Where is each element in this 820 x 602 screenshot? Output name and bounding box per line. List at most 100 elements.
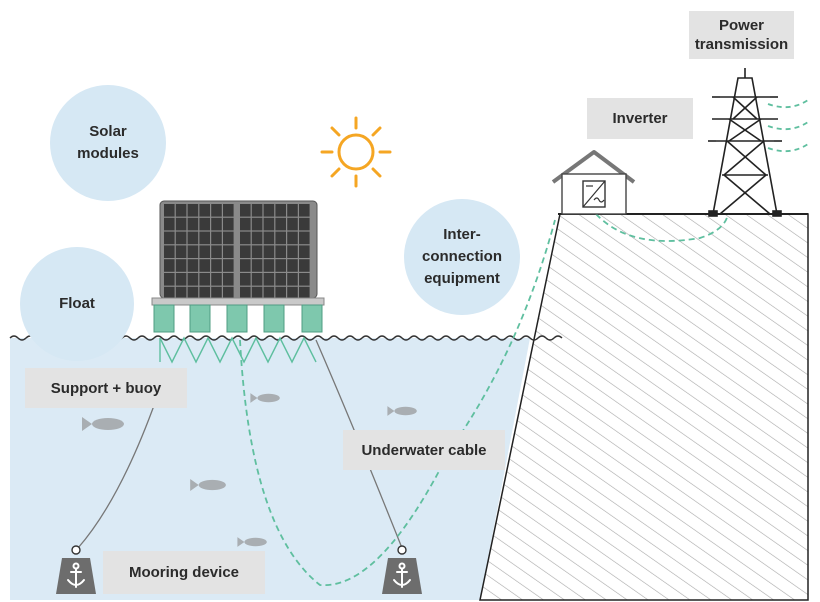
- float-platform: [151, 297, 325, 333]
- solar-cell: [240, 231, 251, 245]
- interconnection-label-area: Inter- connection equipment: [404, 199, 520, 315]
- solar-cell: [164, 231, 175, 245]
- solar-cell: [263, 245, 275, 258]
- solar-cell: [287, 286, 298, 300]
- solar-cell: [175, 204, 187, 217]
- solar-panel-icon: [159, 200, 318, 300]
- float-label: Float: [59, 295, 95, 312]
- support-buoy-label: Support + buoy: [50, 379, 162, 397]
- underwater-cable-box: Underwater cable: [343, 430, 505, 470]
- solar-cell: [199, 217, 210, 231]
- solar-cell: [275, 273, 286, 286]
- solar-cell: [251, 231, 263, 245]
- solar-cell: [164, 245, 175, 258]
- solar-cell: [187, 273, 199, 286]
- solar-cell: [299, 231, 310, 245]
- fish-icon: [250, 393, 280, 403]
- solar-cell: [199, 286, 210, 300]
- solar-cell: [251, 204, 263, 217]
- solar-cell: [223, 286, 234, 300]
- solar-cell: [299, 259, 310, 272]
- inverter-label: Inverter: [612, 110, 668, 127]
- solar-cell: [164, 217, 175, 231]
- transmission-lines: [767, 99, 809, 153]
- solar-cell: [199, 245, 210, 258]
- mooring-line-left: [77, 399, 157, 549]
- solar-cell: [251, 245, 263, 258]
- solar-cell: [211, 273, 222, 286]
- solar-cell: [223, 231, 234, 245]
- solar-cell: [287, 231, 298, 245]
- solar-cell: [240, 273, 251, 286]
- underwater-cable-label: Underwater cable: [361, 441, 487, 459]
- solar-cell: [175, 217, 187, 231]
- inverter-icon: [582, 180, 606, 208]
- solar-cell: [187, 231, 199, 245]
- float-bubble: [20, 247, 134, 361]
- interconnection-bubble: [404, 199, 520, 315]
- solar-cell: [240, 245, 251, 258]
- solar-cell: [251, 259, 263, 272]
- solar-cell: [175, 245, 187, 258]
- solar-modules-label-area: Solar modules: [50, 85, 166, 201]
- solar-cell: [199, 259, 210, 272]
- inverter-box: Inverter: [587, 98, 693, 139]
- solar-cell: [275, 217, 286, 231]
- solar-cell: [299, 245, 310, 258]
- solar-cell: [187, 245, 199, 258]
- land-cliff: [479, 213, 809, 601]
- solar-cell: [240, 204, 251, 217]
- interconnection-label: Inter- connection equipment: [421, 226, 502, 287]
- solar-cell: [299, 217, 310, 231]
- solar-cell: [175, 273, 187, 286]
- support-buoy-box: Support + buoy: [25, 368, 187, 408]
- solar-cell: [175, 231, 187, 245]
- solar-modules-bubble: [50, 85, 166, 201]
- solar-cell: [263, 217, 275, 231]
- solar-cell: [199, 204, 210, 217]
- solar-cell: [275, 204, 286, 217]
- float-label-area: Float: [20, 247, 134, 361]
- solar-cell: [223, 245, 234, 258]
- solar-cell: [223, 217, 234, 231]
- solar-cell: [164, 259, 175, 272]
- solar-cell: [199, 231, 210, 245]
- solar-cell: [240, 286, 251, 300]
- solar-cell: [164, 204, 175, 217]
- solar-cell: [187, 286, 199, 300]
- solar-cell: [299, 204, 310, 217]
- solar-cell: [275, 231, 286, 245]
- support-structure: [159, 336, 317, 364]
- anchor-icon: [56, 545, 96, 594]
- solar-cell: [287, 217, 298, 231]
- solar-cell: [263, 286, 275, 300]
- underwater-cable: [239, 219, 556, 586]
- mooring-device-label: Mooring device: [128, 564, 240, 581]
- solar-cell: [223, 259, 234, 272]
- solar-cell: [251, 217, 263, 231]
- solar-cell: [263, 231, 275, 245]
- solar-cell: [251, 286, 263, 300]
- solar-cell: [175, 286, 187, 300]
- fish-group: [82, 393, 417, 547]
- power-transmission-label: Power transmission: [694, 17, 789, 53]
- solar-cell: [211, 245, 222, 258]
- solar-cell: [199, 273, 210, 286]
- solar-cell: [211, 259, 222, 272]
- fish-icon: [190, 479, 226, 491]
- solar-cell: [240, 217, 251, 231]
- solar-cell: [240, 259, 251, 272]
- solar-cell: [299, 273, 310, 286]
- land-cable: [595, 213, 729, 242]
- solar-cell: [299, 286, 310, 300]
- pylon-icon: [708, 68, 782, 217]
- solar-cell: [211, 231, 222, 245]
- solar-cell: [223, 273, 234, 286]
- fish-icon: [237, 537, 267, 547]
- anchor-icon: [382, 545, 422, 594]
- solar-cell: [275, 286, 286, 300]
- solar-cell: [211, 204, 222, 217]
- sun-icon: [320, 116, 392, 188]
- solar-cell: [263, 204, 275, 217]
- power-transmission-box: Power transmission: [689, 11, 794, 59]
